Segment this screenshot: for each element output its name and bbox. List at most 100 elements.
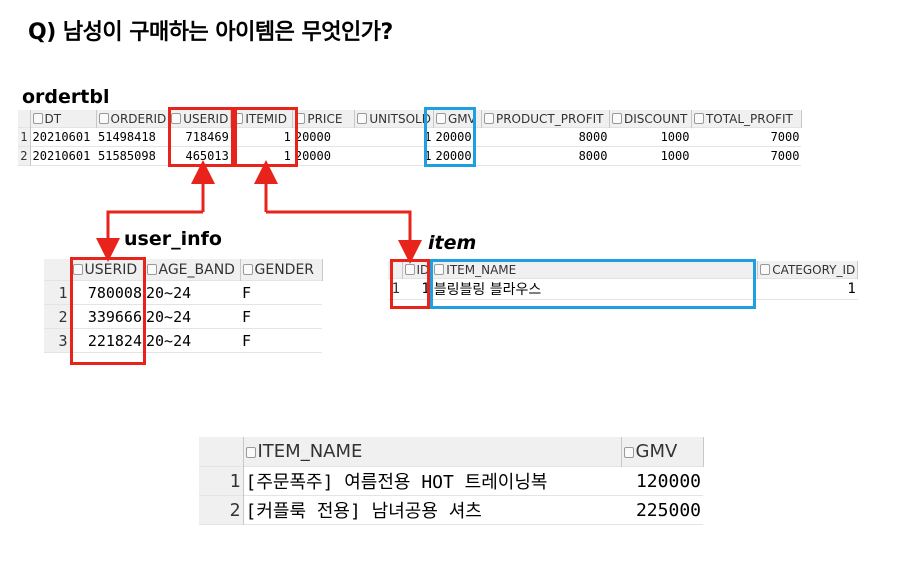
cell-age-band[interactable]: 20~24 xyxy=(146,307,192,326)
cell-dt[interactable]: 20210601 xyxy=(32,130,91,144)
cell-userid[interactable]: 718469 xyxy=(185,130,229,144)
column-type-icon xyxy=(404,263,415,275)
item-table: ID ITEM_NAME CATEGORY_ID 1 1 블링블링 블라우스 1 xyxy=(388,261,859,300)
column-type-icon xyxy=(760,263,771,275)
column-header[interactable]: ORDERID xyxy=(96,110,170,128)
column-header[interactable]: ITEM_NAME xyxy=(431,261,759,279)
cell-category-id[interactable]: 1 xyxy=(847,281,856,297)
cell-age-band[interactable]: 20~24 xyxy=(146,331,192,350)
cell-discount[interactable]: 1000 xyxy=(660,130,690,144)
cell-userid[interactable]: 339666 xyxy=(87,307,142,326)
column-type-icon xyxy=(245,447,256,458)
cell-total-profit[interactable]: 7000 xyxy=(770,149,800,163)
user-info-header-row: USERID AGE_BAND GENDER xyxy=(44,259,323,281)
column-type-icon xyxy=(693,112,704,124)
cell-id[interactable]: 1 xyxy=(421,281,430,297)
column-type-icon xyxy=(146,263,157,275)
row-number: 1 xyxy=(18,127,31,147)
cell-price[interactable]: 20000 xyxy=(294,130,331,144)
table-row[interactable]: 2 [커플룩 전용] 남녀공용 셔츠 225000 xyxy=(199,495,703,525)
cell-unitsold[interactable]: 1 xyxy=(424,149,432,163)
cell-userid[interactable]: 780008 xyxy=(87,283,142,302)
column-header[interactable]: AGE_BAND xyxy=(144,259,241,281)
cell-itemid[interactable]: 1 xyxy=(283,149,291,163)
column-type-icon xyxy=(357,112,368,124)
column-header[interactable]: GMV xyxy=(433,110,482,128)
column-header[interactable]: CATEGORY_ID xyxy=(757,261,859,279)
cell-gender[interactable]: F xyxy=(242,307,252,326)
cell-gmv[interactable]: 225000 xyxy=(635,499,701,521)
cell-userid[interactable]: 221824 xyxy=(87,331,142,350)
cell-gmv[interactable]: 20000 xyxy=(435,130,472,144)
cell-price[interactable]: 20000 xyxy=(294,149,331,163)
column-type-icon xyxy=(32,112,43,124)
column-type-icon xyxy=(242,263,253,275)
cell-product-profit[interactable]: 8000 xyxy=(578,149,608,163)
table-row[interactable]: 3 221824 20~24 F xyxy=(44,328,322,353)
column-type-icon xyxy=(483,112,494,124)
column-type-icon xyxy=(435,112,446,124)
column-header[interactable]: GMV xyxy=(621,437,704,467)
user-info-table: USERID AGE_BAND GENDER 1 780008 20~24 F … xyxy=(44,259,323,353)
question-title: Q) 남성이 구매하는 아이템은 무엇인가? xyxy=(28,20,393,45)
cell-gmv[interactable]: 20000 xyxy=(435,149,472,163)
column-header[interactable]: PRODUCT_PROFIT xyxy=(481,110,610,128)
column-header[interactable]: DISCOUNT xyxy=(609,110,692,128)
cell-gender[interactable]: F xyxy=(242,331,252,350)
cell-total-profit[interactable]: 7000 xyxy=(770,130,800,144)
cell-item-name[interactable]: 블링블링 블라우스 xyxy=(433,282,542,298)
itemid-join-arrow xyxy=(254,160,422,264)
table-row[interactable]: 2 339666 20~24 F xyxy=(44,304,322,329)
table-row[interactable]: 1 780008 20~24 F xyxy=(44,280,322,305)
result-header-row: ITEM_NAME GMV xyxy=(199,437,704,467)
row-number-header xyxy=(199,437,244,467)
cell-discount[interactable]: 1000 xyxy=(660,149,690,163)
row-number: 1 xyxy=(199,466,244,496)
cell-age-band[interactable]: 20~24 xyxy=(146,283,192,302)
column-header[interactable]: TOTAL_PROFIT xyxy=(691,110,802,128)
item-header-row: ID ITEM_NAME CATEGORY_ID xyxy=(388,261,859,279)
cell-orderid[interactable]: 51585098 xyxy=(98,149,156,163)
cell-product-profit[interactable]: 8000 xyxy=(578,130,608,144)
column-type-icon xyxy=(171,112,182,124)
table-row[interactable]: 2 20210601 51585098 465013 1 20000 1 200… xyxy=(18,146,802,166)
cell-userid[interactable]: 465013 xyxy=(185,149,229,163)
row-number: 2 xyxy=(18,146,31,166)
row-number: 2 xyxy=(199,495,244,525)
table-row[interactable]: 1 20210601 51498418 718469 1 20000 1 200… xyxy=(18,127,802,147)
cell-gender[interactable]: F xyxy=(242,283,252,302)
row-number-header xyxy=(18,110,31,128)
ordertbl-table: DT ORDERID USERID ITEMID PRICE UNITSOLD … xyxy=(18,110,802,166)
column-header[interactable]: ITEM_NAME xyxy=(243,437,622,467)
column-header[interactable]: USERID xyxy=(168,110,232,128)
cell-unitsold[interactable]: 1 xyxy=(424,130,432,144)
column-header[interactable]: UNITSOLD xyxy=(354,110,434,128)
cell-orderid[interactable]: 51498418 xyxy=(98,130,156,144)
column-type-icon xyxy=(434,263,445,275)
item-label: item xyxy=(428,232,477,254)
cell-item-name[interactable]: [커플룩 전용] 남녀공용 셔츠 xyxy=(245,501,482,522)
user-info-label: user_info xyxy=(124,228,222,250)
userid-join-arrow xyxy=(96,160,215,262)
cell-item-name[interactable]: [주문폭주] 여름전용 HOT 트레이닝복 xyxy=(245,472,548,493)
ordertbl-header-row: DT ORDERID USERID ITEMID PRICE UNITSOLD … xyxy=(18,110,802,128)
row-number: 3 xyxy=(44,328,71,353)
column-header[interactable]: GENDER xyxy=(240,259,323,281)
ordertbl-label: ordertbl xyxy=(22,86,110,108)
cell-itemid[interactable]: 1 xyxy=(283,130,291,144)
cell-dt[interactable]: 20210601 xyxy=(32,149,91,163)
column-header[interactable]: ID xyxy=(402,261,433,279)
cell-gmv[interactable]: 120000 xyxy=(635,470,701,492)
column-type-icon xyxy=(623,447,634,458)
result-table: ITEM_NAME GMV 1 [주문폭주] 여름전용 HOT 트레이닝복 12… xyxy=(199,437,704,525)
table-row[interactable]: 1 [주문폭주] 여름전용 HOT 트레이닝복 120000 xyxy=(199,466,703,496)
column-type-icon xyxy=(611,112,622,124)
column-type-icon xyxy=(72,263,83,275)
column-header[interactable]: USERID xyxy=(70,259,145,281)
column-header[interactable]: PRICE xyxy=(292,110,356,128)
row-number: 1 xyxy=(44,280,71,305)
row-number-header xyxy=(44,259,71,281)
column-header[interactable]: ITEMID xyxy=(230,110,294,128)
column-header[interactable]: DT xyxy=(30,110,97,128)
